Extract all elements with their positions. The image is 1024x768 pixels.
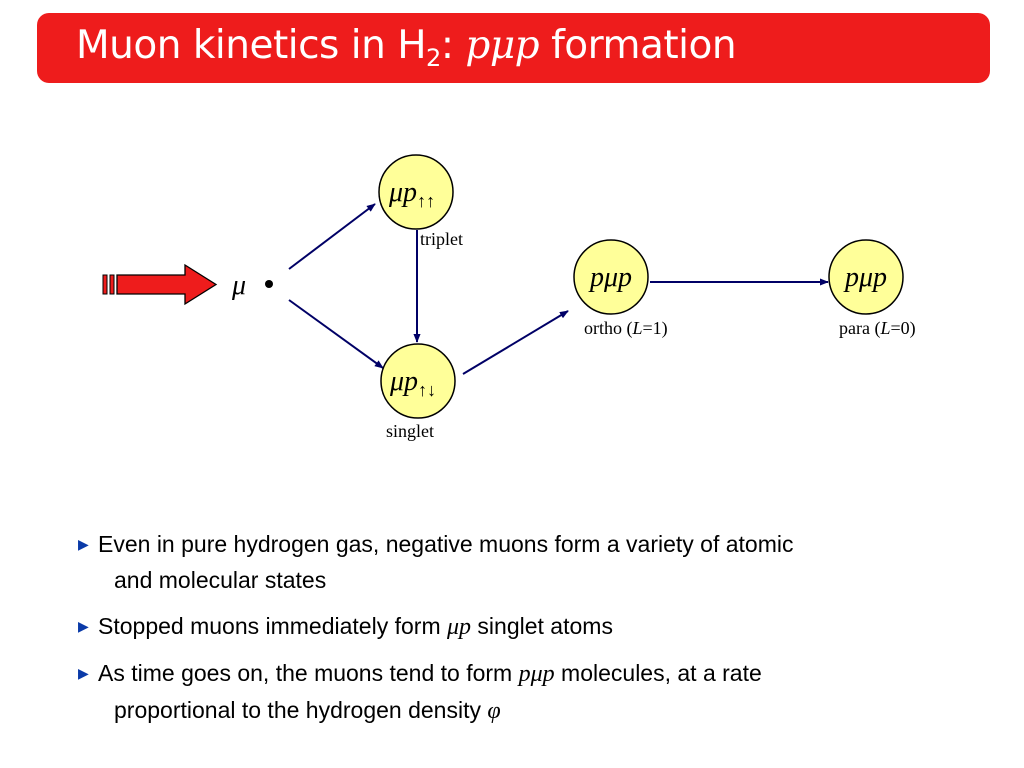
para-main: pμp <box>843 262 887 293</box>
muon-dot <box>265 280 273 288</box>
singlet-label: singlet <box>386 421 434 441</box>
node-singlet: μp↑↓ singlet <box>380 343 456 441</box>
title-subscript: 2 <box>426 44 441 72</box>
bullet-item: ▶ Even in pure hydrogen gas, negative mu… <box>78 526 958 598</box>
triplet-spin: ↑↑ <box>417 191 435 211</box>
arrow-singlet-to-ortho <box>462 310 569 375</box>
bullet-3-post: molecules, at a rate <box>554 660 762 686</box>
node-triplet: μp↑↑ triplet <box>378 154 463 249</box>
ortho-label: ortho (L=1) <box>584 318 668 339</box>
bullet-3-math: pμp <box>518 661 555 687</box>
triplet-label: triplet <box>420 229 463 249</box>
bullet-3-line2: proportional to the hydrogen density φ <box>114 697 501 724</box>
svg-text:μp↑↑: μp↑↑ <box>388 177 435 211</box>
incoming-muon-arrow <box>102 263 218 306</box>
bullet-3-pre: As time goes on, the muons tend to form <box>98 660 519 686</box>
title-suffix: formation <box>551 23 737 68</box>
bullet-2-math: μp <box>447 614 472 640</box>
bullet-2-post: singlet atoms <box>471 613 613 639</box>
arrow-muon-to-triplet <box>288 203 376 270</box>
ortho-main: pμp <box>588 262 632 293</box>
title-bar <box>37 13 990 83</box>
bullet-list: ▶ Even in pure hydrogen gas, negative mu… <box>78 526 958 739</box>
node-para: pμp para (L=0) <box>828 239 916 339</box>
triplet-main: μp <box>388 177 417 208</box>
node-ortho: pμp ortho (L=1) <box>573 239 668 339</box>
title-molecule: pμp <box>465 23 540 68</box>
bullet-marker-icon: ▶ <box>78 536 89 552</box>
bullet-marker-icon: ▶ <box>78 618 89 634</box>
singlet-spin: ↑↓ <box>418 380 436 400</box>
singlet-main: μp <box>389 366 418 397</box>
title-prefix: Muon kinetics in H <box>76 23 427 68</box>
bullet-item: ▶ Stopped muons immediately form μp sing… <box>78 608 958 645</box>
title-colon: : <box>440 23 454 68</box>
bullet-2-pre: Stopped muons immediately form <box>98 613 447 639</box>
para-label: para (L=0) <box>839 318 916 339</box>
bullet-item: ▶ As time goes on, the muons tend to for… <box>78 655 958 729</box>
muon-symbol: μ <box>231 270 246 301</box>
arrow-muon-to-singlet <box>288 299 384 369</box>
slide-title: Muon kinetics in H2: pμp formation <box>76 20 737 72</box>
bullet-1-line1: Even in pure hydrogen gas, negative muon… <box>98 531 794 557</box>
bullet-1-line2: and molecular states <box>114 567 327 593</box>
bullet-marker-icon: ▶ <box>78 665 89 681</box>
svg-text:μp↑↓: μp↑↓ <box>389 366 436 400</box>
